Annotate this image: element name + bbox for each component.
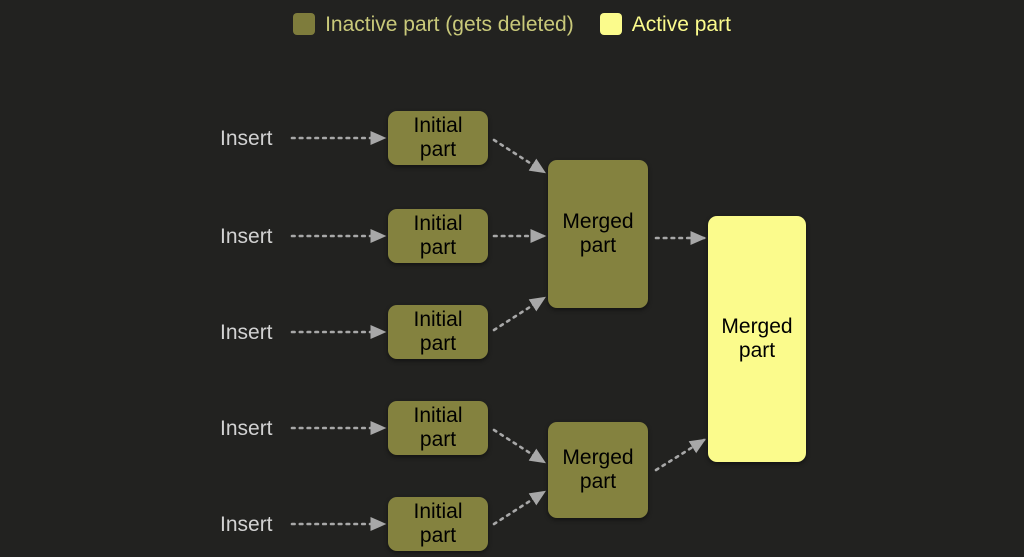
arrow-initial-part-1-to-merged-part-1 (492, 138, 547, 174)
insert-label-1: Insert (220, 127, 273, 150)
arrow-initial-part-4-to-merged-part-2 (492, 428, 547, 464)
inactive-swatch-icon (293, 13, 316, 35)
legend-item-active: Active part (599, 12, 731, 36)
arrow-merged-part-2-to-final-merged-part (654, 438, 707, 472)
legend-label-inactive: Inactive part (gets deleted) (325, 12, 574, 36)
insert-label-4: Insert (220, 417, 273, 440)
insert-label-5: Insert (220, 513, 273, 536)
legend-label-active: Active part (631, 12, 731, 36)
legend: Inactive part (gets deleted) Active part (0, 0, 1024, 48)
arrow-initial-part-3-to-merged-part-1 (492, 296, 547, 332)
insert-label-2: Insert (220, 225, 273, 248)
insert-label-3: Insert (220, 321, 273, 344)
active-swatch-icon (599, 13, 622, 35)
arrow-initial-part-5-to-merged-part-2 (492, 490, 547, 526)
legend-item-inactive: Inactive part (gets deleted) (293, 13, 574, 35)
